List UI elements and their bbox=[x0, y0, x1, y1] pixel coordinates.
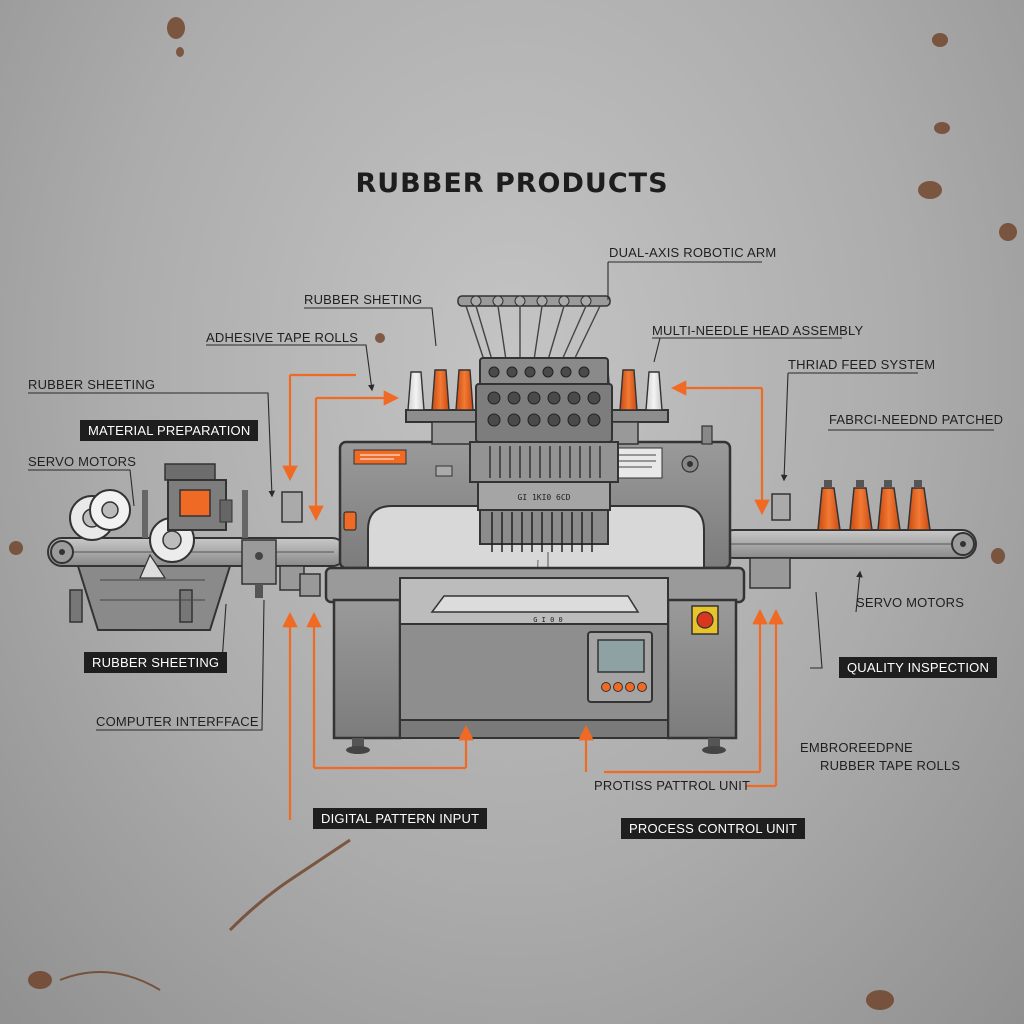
label-embroidery-line1: EMBROREEDPNE bbox=[800, 740, 913, 755]
label-multi-needle-head-assembly: MULTI-NEEDLE HEAD ASSEMBLY bbox=[652, 323, 864, 338]
diagram-title: RUBBER PRODUCTS bbox=[355, 168, 669, 199]
label-process-control-unit: PROCESS CONTROL UNIT bbox=[621, 818, 806, 839]
label-adhesive-tape-rolls: ADHESIVE TAPE ROLLS bbox=[206, 330, 359, 345]
rust-spots bbox=[9, 17, 1017, 1010]
label-servo-motors-right: SERVO MOTORS bbox=[856, 595, 965, 610]
label-rubber-sheting: RUBBER SHETING bbox=[304, 292, 423, 307]
machine-plate-text: GI 1KI0 6CD bbox=[518, 493, 571, 502]
label-rubber-sheeting-top: RUBBER SHEETING bbox=[28, 377, 156, 392]
leader-lines bbox=[28, 261, 994, 731]
shelf-spools bbox=[407, 369, 663, 411]
label-quality-inspection: QUALITY INSPECTION bbox=[839, 657, 998, 678]
label-protiss-pattrol-unit: PROTISS PATTROL UNIT bbox=[594, 778, 751, 793]
orange-flow-arrows bbox=[282, 373, 784, 820]
label-fabric-needle-patched: FABRCI-NEEDND PATCHED bbox=[829, 412, 1004, 427]
right-belt-spools bbox=[817, 480, 931, 531]
right-conveyor bbox=[719, 480, 977, 589]
label-digital-pattern-input: DIGITAL PATTERN INPUT bbox=[313, 808, 488, 829]
label-dual-axis-robotic-arm: DUAL-AXIS ROBOTIC ARM bbox=[609, 245, 777, 260]
label-thread-feed-system: THRIAD FEED SYSTEM bbox=[788, 357, 936, 372]
label-computer-interface: COMPUTER INTERFFACE bbox=[96, 714, 259, 729]
bed-plate-text: G I 0 0 bbox=[533, 616, 563, 624]
main-machine bbox=[324, 295, 746, 754]
label-servo-motors-left: SERVO MOTORS bbox=[28, 454, 137, 469]
left-conveyor bbox=[47, 463, 347, 631]
label-embroidery-line2: RUBBER TAPE ROLLS bbox=[820, 758, 961, 773]
label-rubber-sheeting-box: RUBBER SHEETING bbox=[84, 652, 228, 673]
label-material-preparation: MATERIAL PREPARATION bbox=[80, 420, 259, 441]
needle-head-assembly bbox=[469, 357, 619, 611]
thread-guide-rack bbox=[457, 295, 611, 361]
